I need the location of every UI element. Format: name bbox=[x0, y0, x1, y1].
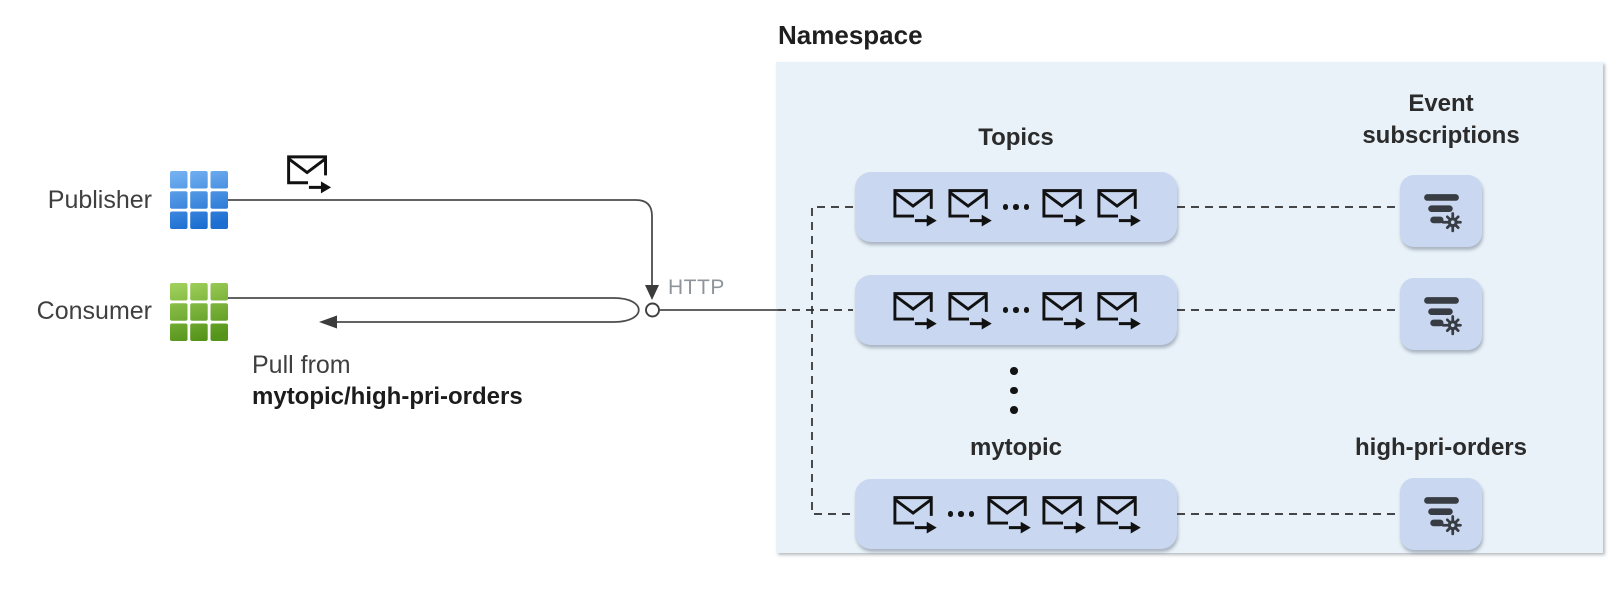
ellipsis-dots bbox=[1002, 307, 1030, 313]
namespace-title: Namespace bbox=[778, 20, 923, 50]
event-subscription-box-2 bbox=[1400, 278, 1482, 350]
envelope-arrow-icon bbox=[890, 187, 938, 227]
vertical-ellipsis bbox=[1010, 367, 1018, 414]
event-subscription-box-high-pri-orders bbox=[1400, 478, 1482, 550]
app-grid-green-icon bbox=[170, 283, 228, 341]
envelope-arrow-icon bbox=[1094, 290, 1142, 330]
envelope-arrow-icon bbox=[890, 290, 938, 330]
http-label: HTTP bbox=[668, 276, 725, 299]
topic-row-1 bbox=[855, 172, 1177, 242]
namespace-panel: Topics Event subscriptions mytopic high-… bbox=[776, 62, 1603, 553]
envelope-arrow-icon bbox=[945, 290, 993, 330]
event-subscription-box-1 bbox=[1400, 175, 1482, 247]
envelope-arrow-icon bbox=[945, 187, 993, 227]
pull-arrowhead-icon bbox=[319, 315, 337, 329]
topic-row-mytopic bbox=[855, 479, 1177, 549]
ellipsis-dots bbox=[1002, 204, 1030, 210]
envelope-arrow-icon bbox=[1039, 494, 1087, 534]
pull-from-line1: Pull from bbox=[252, 351, 351, 379]
envelope-arrow-icon bbox=[1039, 187, 1087, 227]
ellipsis-dots bbox=[947, 511, 975, 517]
publisher-label: Publisher bbox=[47, 186, 152, 214]
pull-from-target: mytopic/high-pri-orders bbox=[252, 383, 523, 410]
high-pri-orders-label: high-pri-orders bbox=[1355, 434, 1527, 461]
envelope-arrow-icon bbox=[1094, 187, 1142, 227]
envelope-arrow-icon bbox=[284, 153, 332, 194]
mytopic-label: mytopic bbox=[969, 434, 1062, 461]
publish-line bbox=[228, 199, 653, 287]
app-grid-blue-icon bbox=[170, 171, 228, 229]
topics-title: Topics bbox=[978, 124, 1054, 151]
topic-row-2 bbox=[855, 275, 1177, 345]
pull-line bbox=[228, 297, 640, 323]
consumer-label: Consumer bbox=[36, 297, 152, 325]
envelope-arrow-icon bbox=[1039, 290, 1087, 330]
filter-gear-icon bbox=[1418, 292, 1465, 337]
pull-from-caption: Pull from mytopic/high-pri-orders bbox=[252, 349, 523, 413]
filter-gear-icon bbox=[1418, 492, 1465, 537]
envelope-arrow-icon bbox=[984, 494, 1032, 534]
filter-gear-icon bbox=[1418, 189, 1465, 234]
envelope-arrow-icon bbox=[1094, 494, 1142, 534]
endpoint-circle bbox=[645, 302, 660, 318]
event-subscriptions-title: Event subscriptions bbox=[1362, 90, 1520, 149]
publish-arrowhead-icon bbox=[645, 285, 659, 300]
envelope-arrow-icon bbox=[890, 494, 938, 534]
